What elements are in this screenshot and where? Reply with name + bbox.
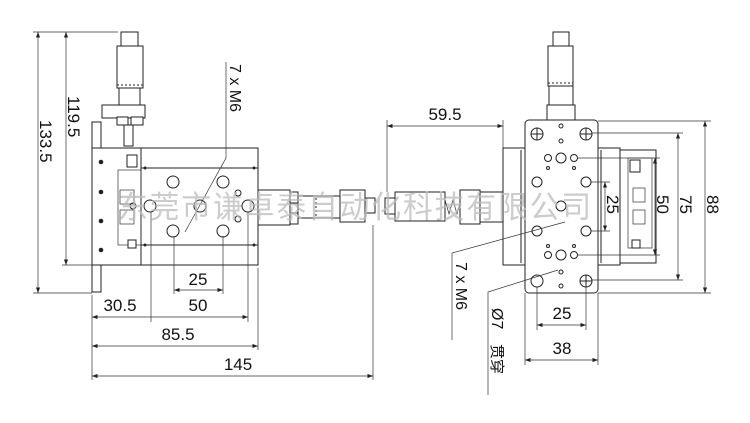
side-view: 7 x M6 Ø7 贯穿 59.5 25 50 75 88 [384, 31, 722, 395]
micrometer-top [101, 31, 146, 147]
dim-hole-pitch-horizontal: 25 [553, 304, 572, 323]
dim-overall-length: 88 [703, 195, 722, 214]
dim-offset: 30.5 [103, 296, 136, 315]
dim-body-width: 85.5 [161, 325, 194, 344]
dim-mount-span: 75 [676, 195, 695, 214]
front-view: 7 x M6 133.5 119.5 25 30.5 50 85.5 145 [33, 31, 376, 380]
dim-overall-width: 145 [224, 355, 252, 374]
front-thread-callout: 7 x M6 [226, 64, 243, 112]
side-dimensions: 59.5 25 50 75 88 25 38 [386, 105, 722, 365]
dim-overall-height: 133.5 [36, 120, 55, 163]
through-hole-leader [487, 269, 559, 395]
dim-plate-width: 38 [553, 339, 572, 358]
dim-hole-pitch-25: 25 [189, 270, 208, 289]
through-hole-note: 贯穿 [488, 344, 506, 374]
dim-stage-height: 119.5 [64, 96, 83, 137]
side-thread-callout: 7 x M6 [452, 262, 469, 310]
dim-hole-pitch-50: 50 [189, 296, 208, 315]
dim-micrometer-extension: 59.5 [428, 105, 461, 124]
top-plate [524, 119, 599, 294]
front-dimensions: 133.5 119.5 25 30.5 50 85.5 145 [33, 31, 374, 380]
side-holes [530, 123, 593, 289]
dim-rail-span: 50 [653, 195, 672, 214]
dim-hole-pitch-vertical: 25 [603, 195, 622, 214]
micrometer-right [257, 189, 376, 226]
micrometer-left [384, 189, 504, 225]
watermark: 东莞市谦卓泰自动化科技有限公司 [118, 190, 593, 226]
through-hole-diameter: Ø7 [488, 308, 505, 329]
thread-leader [451, 221, 566, 340]
